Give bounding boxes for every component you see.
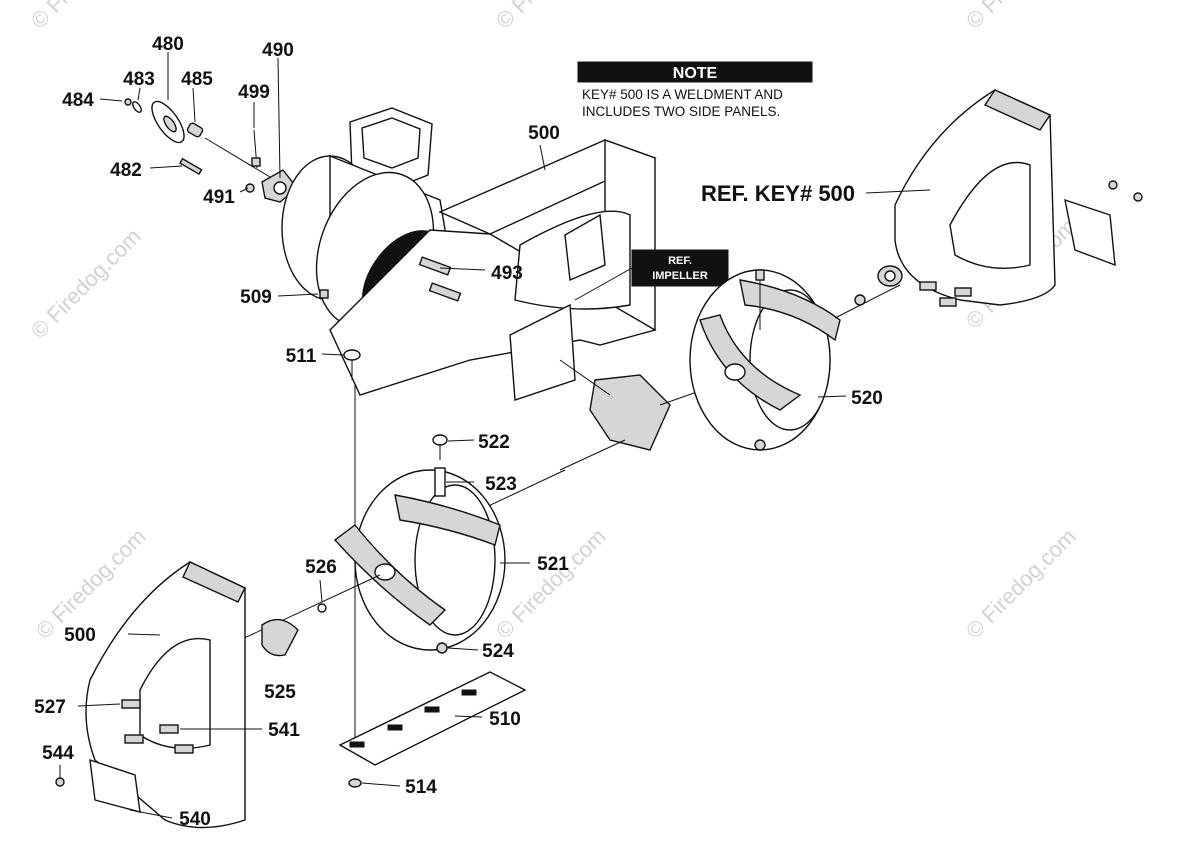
callout-480: 480 (152, 34, 184, 55)
note-line1: KEY# 500 IS A WELDMENT AND (582, 87, 783, 102)
spacer-485 (186, 122, 204, 138)
callout-514: 514 (405, 777, 437, 798)
watermark: © Firedog.com (961, 0, 1081, 34)
callout-510: 510 (489, 709, 521, 730)
callout-541: 541 (268, 720, 300, 741)
ref-key-500-label: REF. KEY# 500 (701, 181, 855, 206)
callout-525: 525 (264, 682, 296, 703)
ref-impeller: REF. IMPELLER (479, 249, 746, 511)
auger-housing-500 (281, 107, 657, 745)
callout-509: 509 (240, 287, 272, 308)
right-side-panel (877, 89, 1143, 307)
note-title: NOTE (673, 65, 718, 82)
bearing-flange-525 (261, 618, 299, 657)
nut-544 (55, 777, 65, 787)
note-box: NOTE KEY# 500 IS A WELDMENT AND INCLUDES… (577, 61, 813, 119)
note-header (577, 61, 813, 83)
callout-500-top: 500 (528, 123, 560, 144)
bolt-527 (121, 699, 141, 709)
washer-526 (317, 603, 327, 613)
nut-524 (436, 642, 448, 654)
pulley-hub (163, 115, 177, 133)
callout-500-left: 500 (64, 625, 96, 646)
left-side-panel (55, 561, 299, 829)
bolt-493 (418, 256, 452, 276)
watermark: © Firedog.com (26, 224, 146, 344)
callout-522: 522 (478, 432, 510, 453)
callout-499: 499 (238, 82, 270, 103)
callout-520: 520 (851, 388, 883, 409)
watermark: © Firedog.com (491, 0, 611, 34)
bolt-499 (251, 157, 261, 167)
callout-544: 544 (42, 743, 74, 764)
housing-front-plate (329, 229, 657, 396)
gearbox-mount-plate (509, 303, 576, 401)
nut-484 (124, 98, 132, 106)
callout-483: 483 (123, 69, 155, 90)
note-line2: INCLUDES TWO SIDE PANELS. (582, 104, 780, 119)
auger-521 (239, 434, 506, 654)
callout-524: 524 (482, 641, 514, 662)
auger-520 (689, 269, 901, 451)
skid-bracket (1064, 198, 1116, 267)
leader-lines (59, 52, 931, 819)
watermark: © Firedog.com (26, 0, 146, 34)
shear-bolt-522 (432, 434, 448, 446)
washer (854, 294, 866, 306)
ref-impeller-box (631, 249, 729, 287)
callout-526: 526 (305, 557, 337, 578)
watermark: © Firedog.com (491, 524, 611, 644)
bolt-493b (428, 282, 462, 302)
nut-491 (245, 183, 255, 193)
ref-impeller-line2: IMPELLER (652, 270, 708, 282)
scraper-bar (338, 671, 527, 766)
callout-511: 511 (286, 346, 317, 367)
bolt-509 (319, 289, 329, 299)
callout-482: 482 (110, 160, 142, 181)
callout-484: 484 (62, 90, 94, 111)
callout-485: 485 (181, 69, 213, 90)
callout-527: 527 (34, 697, 66, 718)
callout-493: 493 (491, 263, 523, 284)
gearbox (589, 374, 671, 451)
washer-483 (132, 101, 142, 113)
ref-impeller-line1: REF. (668, 255, 692, 267)
scraper-bar-510 (338, 671, 527, 788)
watermark: © Firedog.com (961, 524, 1081, 644)
bolt-541 (159, 724, 179, 734)
callout-491: 491 (203, 187, 235, 208)
callout-521: 521 (537, 554, 569, 575)
callout-labels: 480 490 483 485 484 499 482 491 500 493 … (34, 34, 883, 830)
spacer-523 (434, 467, 446, 497)
shear-bolt-511 (343, 349, 361, 361)
callout-523: 523 (485, 474, 517, 495)
callout-540: 540 (179, 809, 211, 830)
bolt-514 (348, 778, 362, 788)
callout-490: 490 (262, 40, 294, 61)
key-482 (179, 157, 203, 176)
